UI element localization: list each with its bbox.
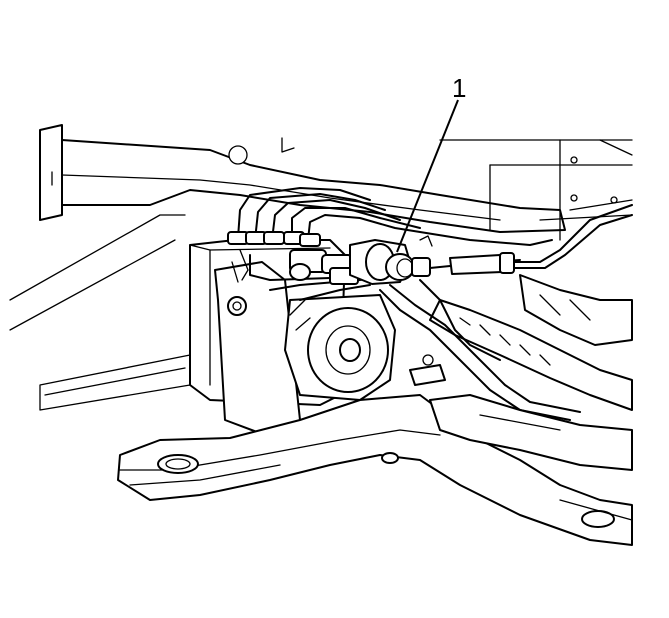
callout-label: 1 [452,73,466,103]
harness-hose [429,274,633,411]
pump-motor [284,294,396,401]
callout-1: 1 [396,73,466,253]
tube-nuts [227,231,321,247]
floor-panel [9,214,191,411]
upper-frame-rail [39,124,566,233]
pressure-sensor [349,235,433,285]
modulator-fittings [289,249,359,285]
mounting-bolt [409,354,446,386]
right-brake-line [429,204,633,275]
right-lower-rail [429,394,633,471]
callout-leader-line [396,99,459,253]
right-body-structure [439,139,633,241]
brake-lines [227,187,553,301]
